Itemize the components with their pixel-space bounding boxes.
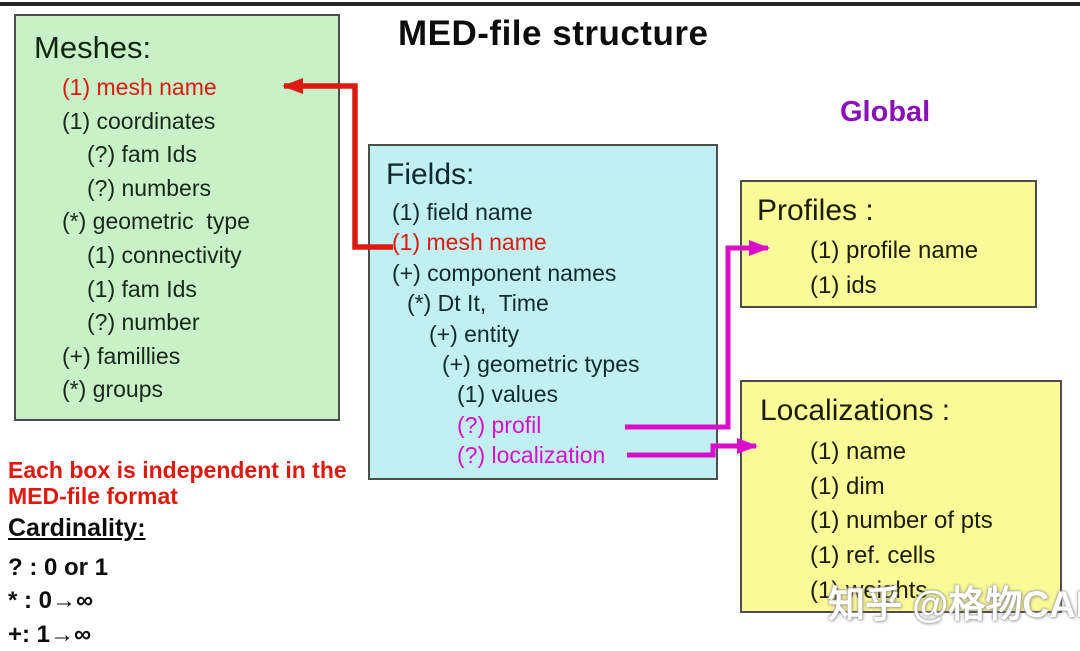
profiles-list-item: (1) ids xyxy=(810,272,877,299)
meshes-item-list: (1) mesh name (1) coordinates (?) fam Ids (… xyxy=(16,71,338,407)
profiles-box: Profiles : (1) profile name (1) ids xyxy=(740,180,1037,308)
localizations-box-title: Localizations : xyxy=(760,394,951,427)
meshes-list-item: (+) famillies xyxy=(62,342,181,369)
profiles-list-item: (1) profile name xyxy=(810,237,979,264)
fields-list-item: (+) entity xyxy=(429,320,520,347)
profiles-box-title: Profiles : xyxy=(757,194,874,227)
meshes-box: Meshes: (1) mesh name (1) coordinates (?) … xyxy=(14,14,340,421)
cardinality-line: * : 0→∞ xyxy=(8,587,94,615)
localizations-list-item: (1) name xyxy=(810,438,907,465)
meshes-list-item: (?) numbers xyxy=(87,174,211,201)
fields-list-item: (*) Dt It, Time xyxy=(407,290,549,317)
fields-list-item: (1) mesh name xyxy=(392,229,547,256)
fields-list-item: (1) values xyxy=(457,381,558,408)
page-title: MED-file structure xyxy=(398,14,709,53)
fields-box: Fields: (1) field name (1) mesh name (+) c… xyxy=(368,144,718,480)
localizations-list-item: (1) weights xyxy=(810,576,928,604)
meshes-list-item: (?) fam Ids xyxy=(87,141,197,168)
fields-list-item: (1) field name xyxy=(392,199,533,225)
cardinality-line: ? : 0 or 1 xyxy=(8,554,109,581)
independence-note: Each box is independent in the MED-file … xyxy=(8,457,347,509)
profiles-item-list: (1) profile name (1) ids xyxy=(742,233,1035,303)
fields-item-list: (1) field name (1) mesh name (+) component… xyxy=(370,197,716,471)
meshes-box-title: Meshes: xyxy=(34,30,152,65)
global-label: Global xyxy=(840,96,931,128)
localizations-list-item: (1) ref. cells xyxy=(810,542,936,570)
meshes-list-item: (1) coordinates xyxy=(62,107,216,134)
localizations-list-item: (1) number of pts xyxy=(810,507,993,535)
top-divider-line xyxy=(0,2,1080,6)
watermark-text: 知乎 @格物CAE xyxy=(828,584,1080,625)
localizations-box: Localizations : (1) name (1) dim (1) numbe… xyxy=(740,380,1062,613)
fields-box-title: Fields: xyxy=(386,158,475,191)
cardinality-legend: ? : 0 or 1 * : 0→∞ +: 1→∞ xyxy=(8,551,108,651)
cardinality-line: +: 1→∞ xyxy=(8,620,92,648)
meshes-list-item: (1) fam Ids xyxy=(87,275,197,302)
meshes-list-item: (*) geometric type xyxy=(62,208,250,235)
fields-list-item: (+) geometric types xyxy=(442,351,640,378)
meshes-list-item: (?) number xyxy=(87,309,200,336)
meshes-list-item: (*) groups xyxy=(62,376,163,403)
fields-list-item: (+) component names xyxy=(392,259,617,286)
localizations-list-item: (1) dim xyxy=(810,472,885,500)
meshes-list-item: (1) connectivity xyxy=(87,241,242,268)
fields-list-item: (?) localization xyxy=(457,442,606,469)
cardinality-title: Cardinality: xyxy=(8,514,146,542)
fields-list-item: (?) profil xyxy=(457,411,542,438)
localizations-item-list: (1) name (1) dim (1) number of pts (1) ref.… xyxy=(742,435,1060,609)
meshes-list-item: (1) mesh name xyxy=(62,74,217,100)
